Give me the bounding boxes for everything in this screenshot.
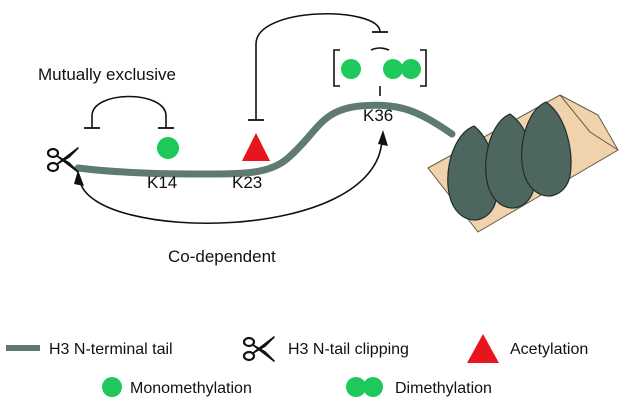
mutually-exclusive-label: Mutually exclusive: [38, 65, 176, 84]
k36-bracket: [333, 47, 427, 87]
legend-scissors-icon: [242, 335, 276, 363]
k14-label: K14: [147, 173, 177, 192]
k23-to-k36-inhibition: [255, 13, 381, 120]
nucleosome: [427, 94, 619, 233]
legend: H3 N-terminal tail H3 N-tail clipping Ac…: [6, 334, 588, 397]
arrowhead-to-clip: [74, 170, 84, 186]
co-dependent-label: Co-dependent: [168, 247, 276, 266]
arrowhead-to-k36: [378, 130, 388, 146]
k36-dimethyl-mark-b: [401, 59, 421, 79]
legend-dimethyl-icon-a: [346, 377, 366, 397]
co-dependent-arc: [79, 139, 383, 224]
mutual-inhibition-bracket: [91, 95, 167, 128]
k14-monomethyl-mark: [157, 137, 179, 159]
legend-monomethyl-icon: [102, 377, 122, 397]
k23-acetyl-mark: [242, 133, 270, 161]
legend-clipping-label: H3 N-tail clipping: [288, 341, 409, 358]
k36-monomethyl-mark: [341, 59, 361, 79]
legend-acetyl-label: Acetylation: [510, 341, 588, 358]
legend-dimethyl-icon-b: [363, 377, 383, 397]
nucleosome-body-flap: [559, 94, 619, 151]
k23-label: K23: [232, 173, 262, 192]
nucleosome-coil-3: [521, 101, 572, 197]
scissors-icon: [46, 146, 80, 174]
k36-dimethyl-mark-a: [383, 59, 403, 79]
legend-acetyl-icon: [467, 334, 499, 363]
k36-label: K36: [363, 106, 393, 125]
legend-tail-label: H3 N-terminal tail: [49, 341, 173, 358]
h3-tail: [74, 101, 456, 178]
legend-monomethyl-label: Monomethylation: [130, 380, 252, 397]
legend-dimethyl-label: Dimethylation: [395, 380, 492, 397]
